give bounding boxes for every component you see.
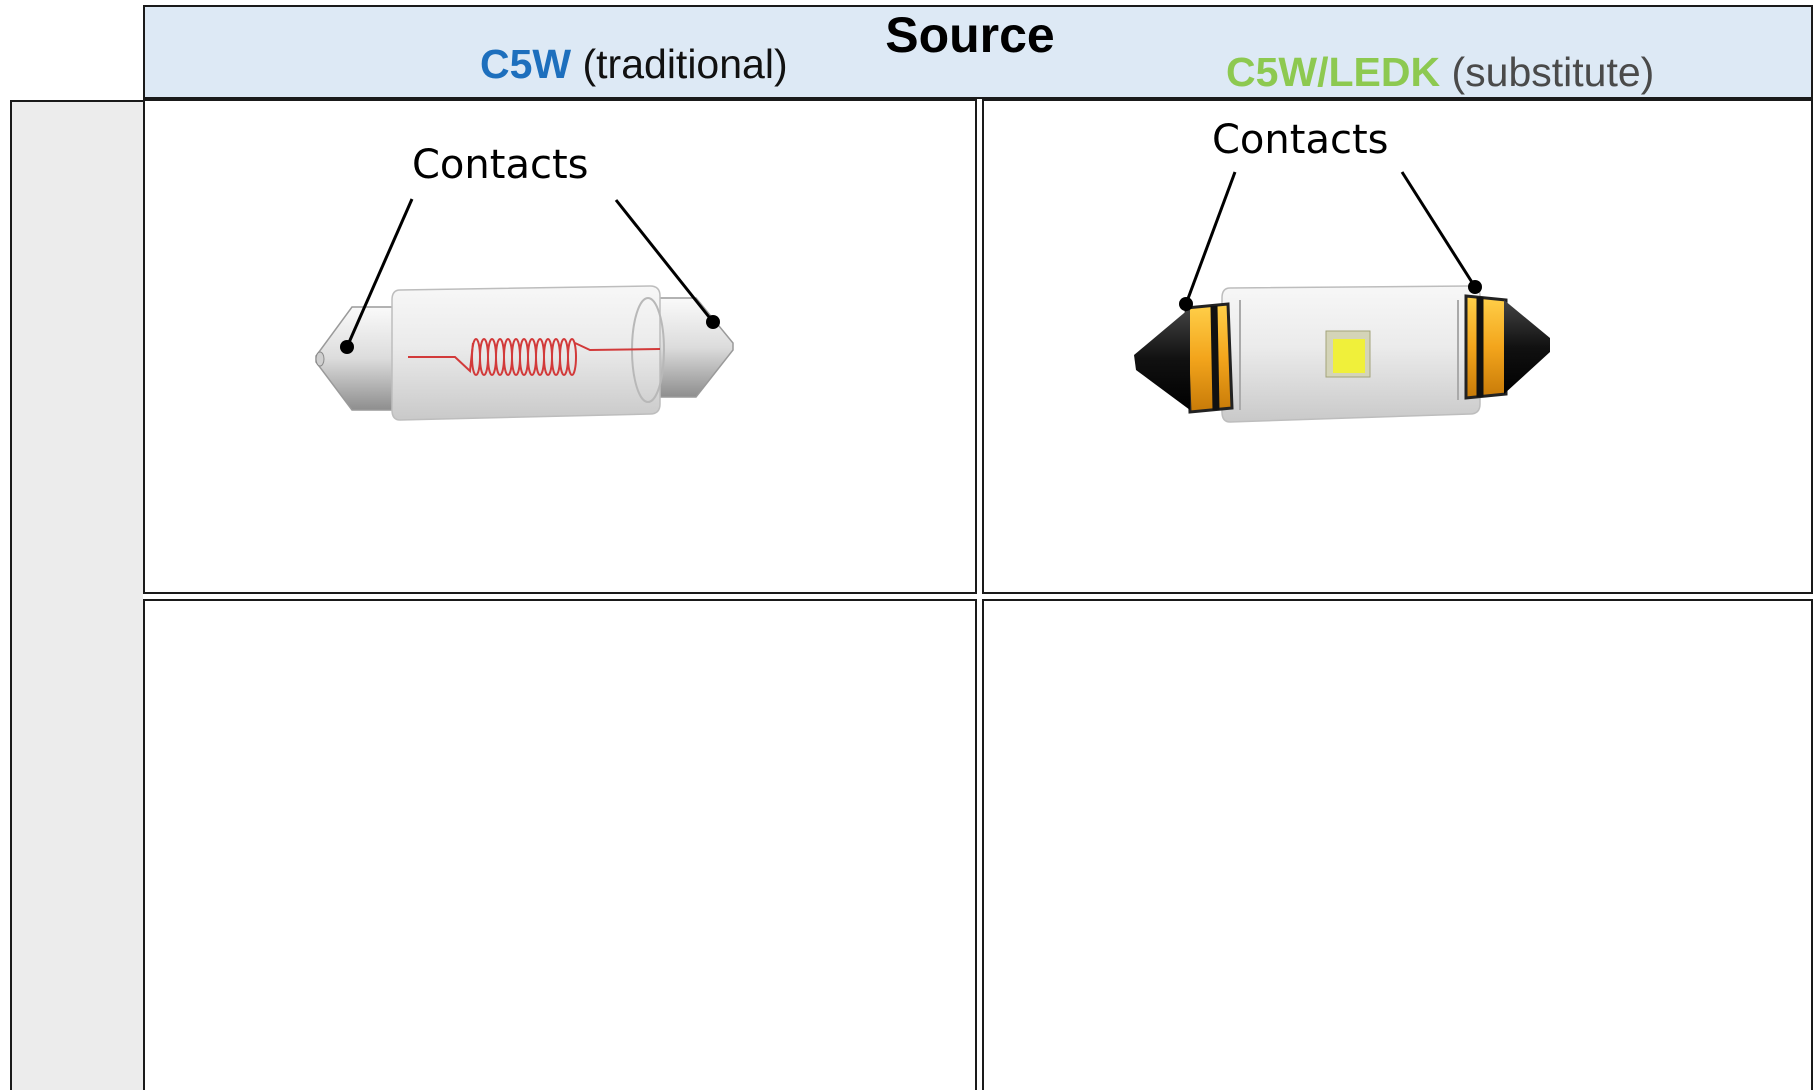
row-header-panel [10, 100, 143, 1090]
column-code-substitute: C5W/LEDK [1226, 49, 1441, 95]
column-label-substitute: C5W/LEDK (substitute) [1226, 52, 1654, 93]
cell-substitute-image [982, 99, 1813, 594]
column-label-traditional: C5W (traditional) [480, 44, 788, 85]
column-code-traditional: C5W [480, 41, 572, 87]
column-qualifier-substitute: (substitute) [1451, 49, 1655, 95]
cell-substitute-empty [982, 599, 1813, 1090]
contacts-callout-left: Contacts [412, 142, 589, 188]
cell-traditional-empty [143, 599, 977, 1090]
contacts-callout-right: Contacts [1212, 117, 1389, 163]
table-title: Source [885, 7, 1055, 63]
column-qualifier-traditional: (traditional) [582, 41, 788, 87]
table-header [143, 5, 1813, 99]
